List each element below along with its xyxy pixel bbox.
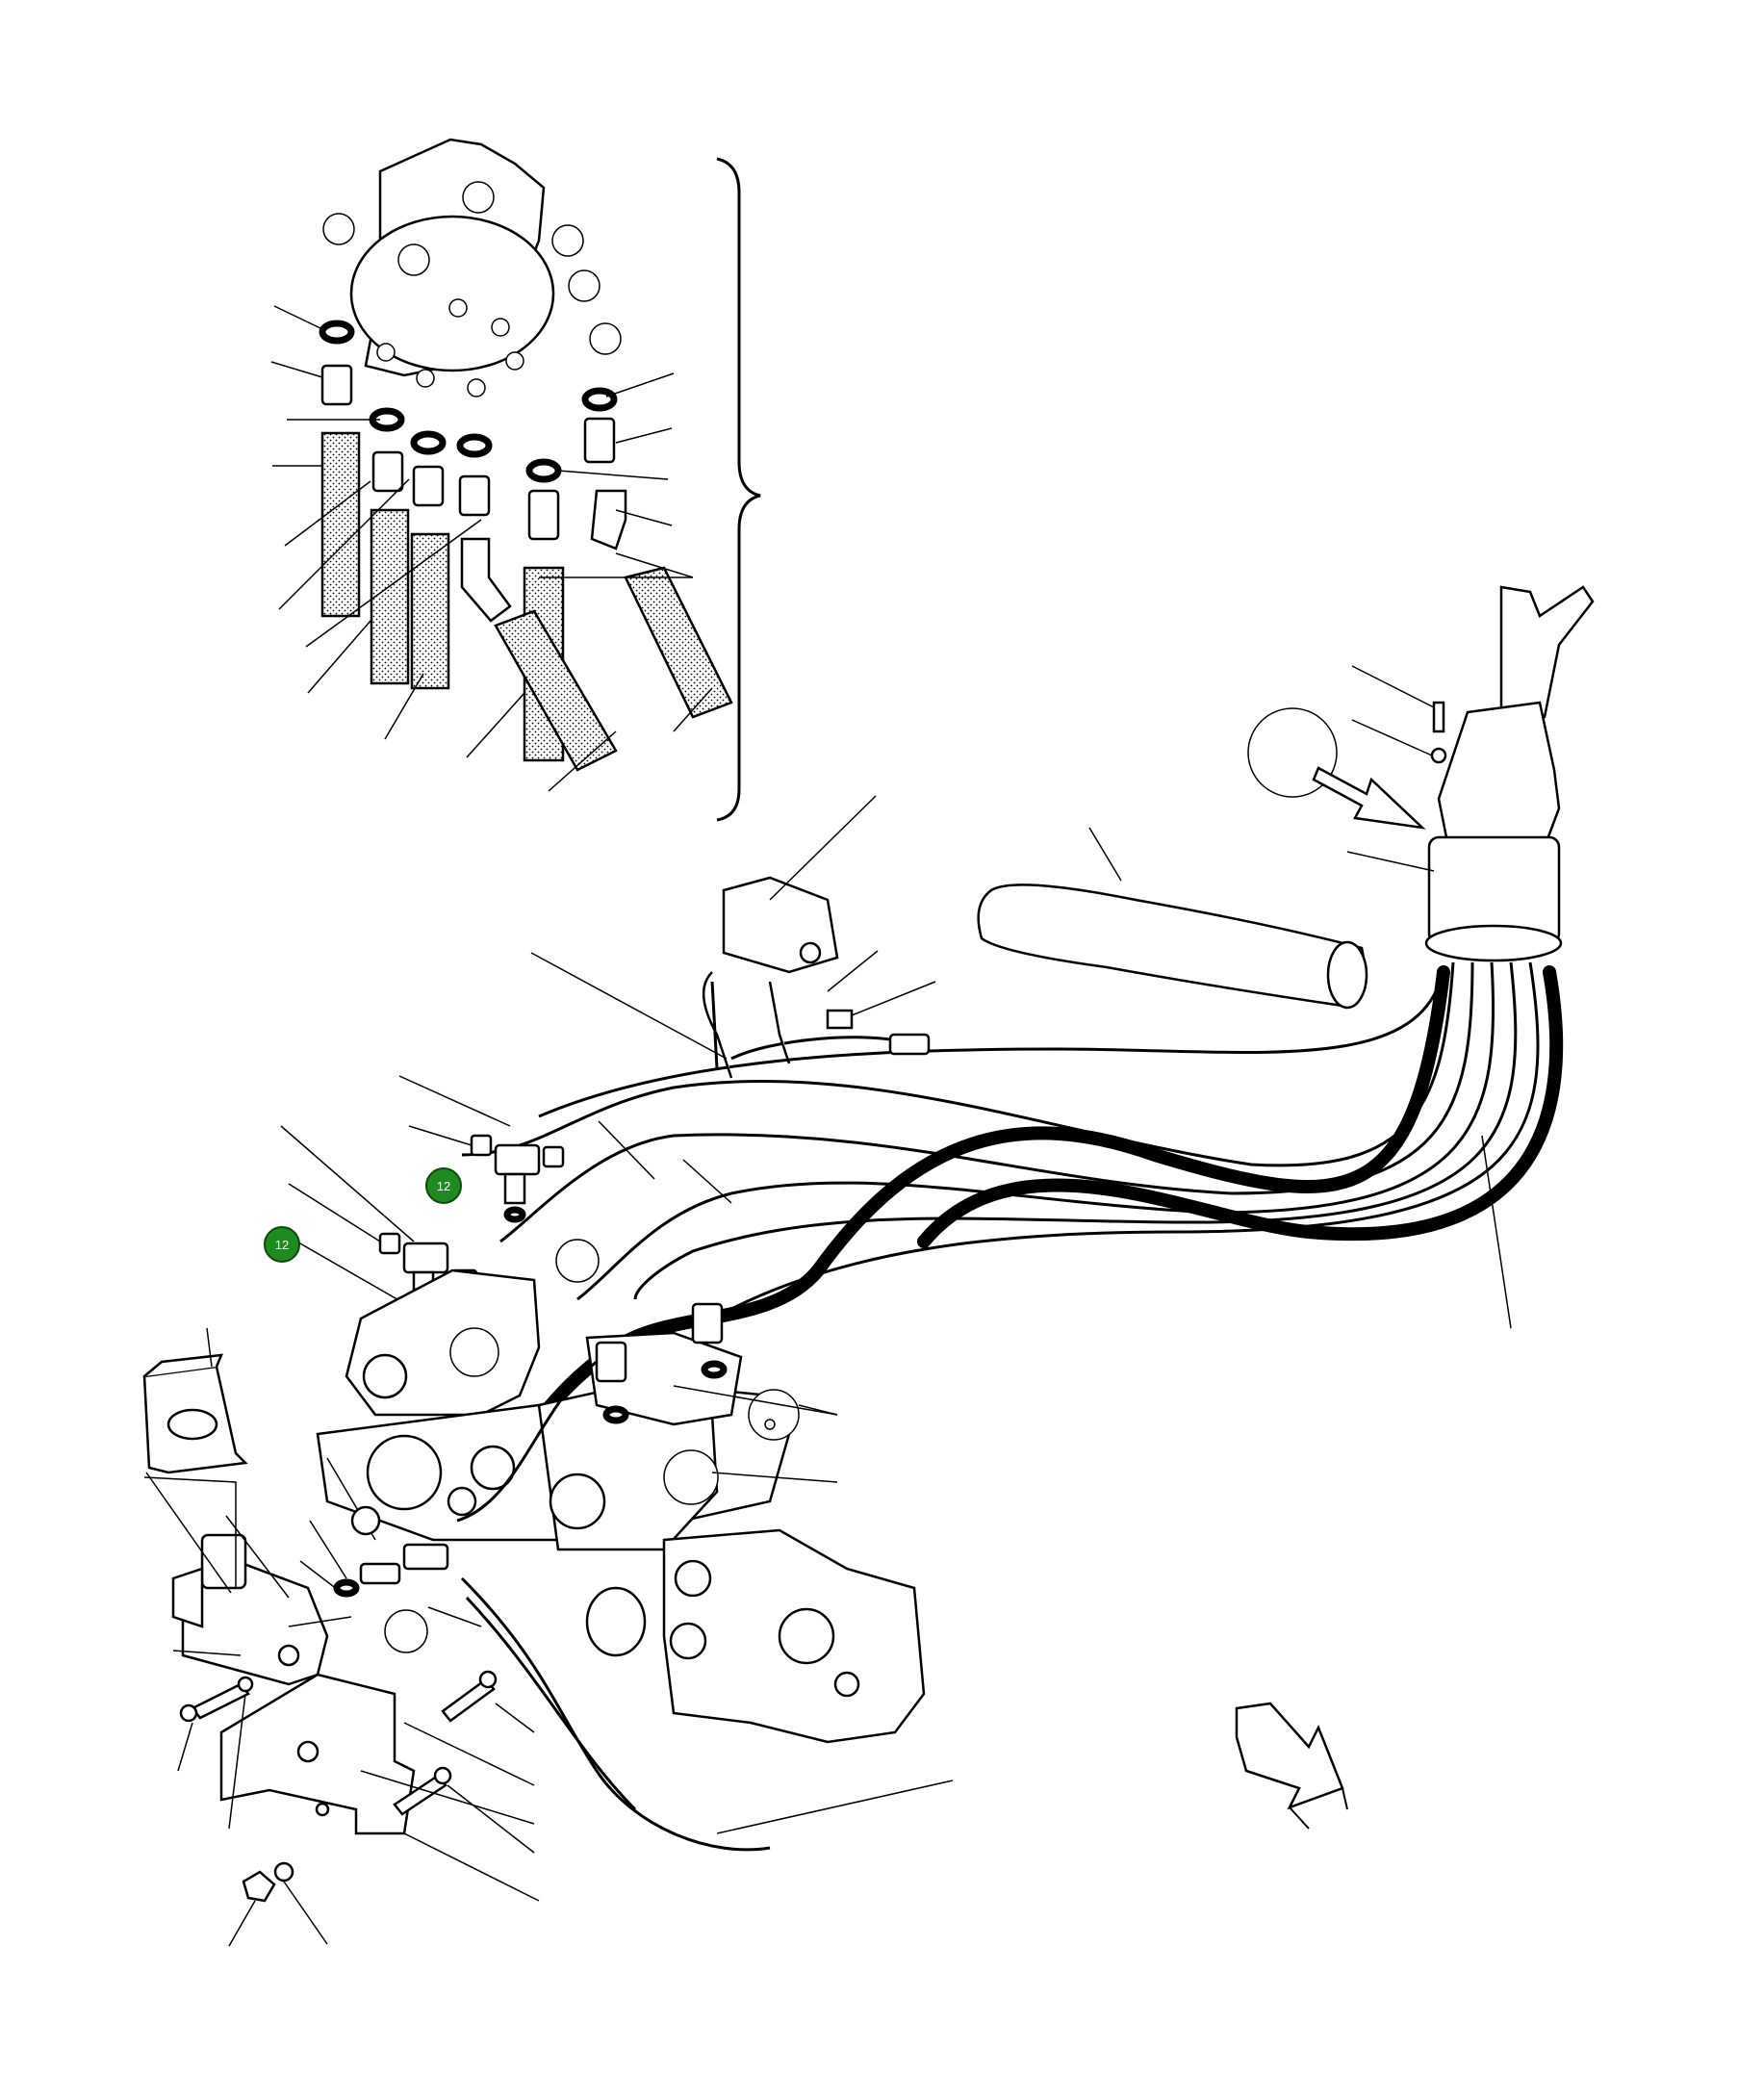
elbow-fitting [691, 1302, 724, 1345]
adapter-fitting [542, 1145, 565, 1168]
hotspot-badge-b[interactable]: 12 [264, 1226, 300, 1263]
control-valve-body [299, 1239, 926, 1744]
manual-book-icon [142, 1327, 248, 1594]
hotspot-label: 12 [275, 1238, 289, 1252]
o-ring [319, 320, 355, 345]
bolt [441, 1677, 496, 1723]
solenoid-coil [200, 1533, 247, 1590]
tee-fitting [402, 1242, 449, 1274]
adapter-fitting [320, 364, 353, 406]
o-ring [581, 387, 618, 412]
adapter-fitting [371, 450, 404, 493]
hose-stipple [624, 566, 733, 719]
detail-view [270, 138, 761, 822]
o-ring [525, 458, 562, 483]
front-direction-arrow-icon [1235, 1702, 1348, 1830]
adapter-fitting [412, 465, 445, 507]
adapter-fitting [470, 1134, 493, 1157]
adapter-fitting [378, 1232, 401, 1255]
o-ring [410, 430, 447, 455]
solenoid-assembly [171, 1515, 540, 1947]
bolt [393, 1774, 447, 1816]
elbow-fitting [590, 489, 627, 551]
hose-stipple [494, 609, 618, 772]
bolt [191, 1682, 250, 1720]
detail-bracket-icon [716, 157, 761, 822]
callout-circle [568, 269, 601, 302]
hose-stipple [320, 431, 361, 618]
tee-fitting [494, 1143, 541, 1176]
lower-fittings [333, 1302, 954, 1852]
elbow-fitting [460, 537, 512, 623]
o-ring [456, 433, 493, 458]
nut [242, 1870, 276, 1903]
callout-circle [322, 213, 355, 245]
joystick-boot [1437, 701, 1561, 849]
callout-circle [589, 322, 622, 355]
callout-circle [462, 181, 495, 214]
adapter-fitting [458, 474, 491, 517]
elbow-fitting [595, 1341, 627, 1383]
adapter-fitting [527, 489, 560, 541]
callout-circle [397, 243, 430, 276]
callout-circle [551, 224, 584, 257]
hose-stipple [370, 508, 410, 685]
hotspot-badge-a[interactable]: 12 [425, 1167, 462, 1204]
hose-stipple [410, 532, 450, 690]
manifold-block [530, 795, 936, 1079]
protective-sleeve [977, 827, 1368, 1010]
screw [1432, 701, 1445, 733]
adapter-fitting [583, 417, 616, 464]
detail-arrow [1312, 766, 1426, 830]
hotspot-label: 12 [437, 1179, 450, 1193]
joystick-assembly [1247, 585, 1595, 962]
